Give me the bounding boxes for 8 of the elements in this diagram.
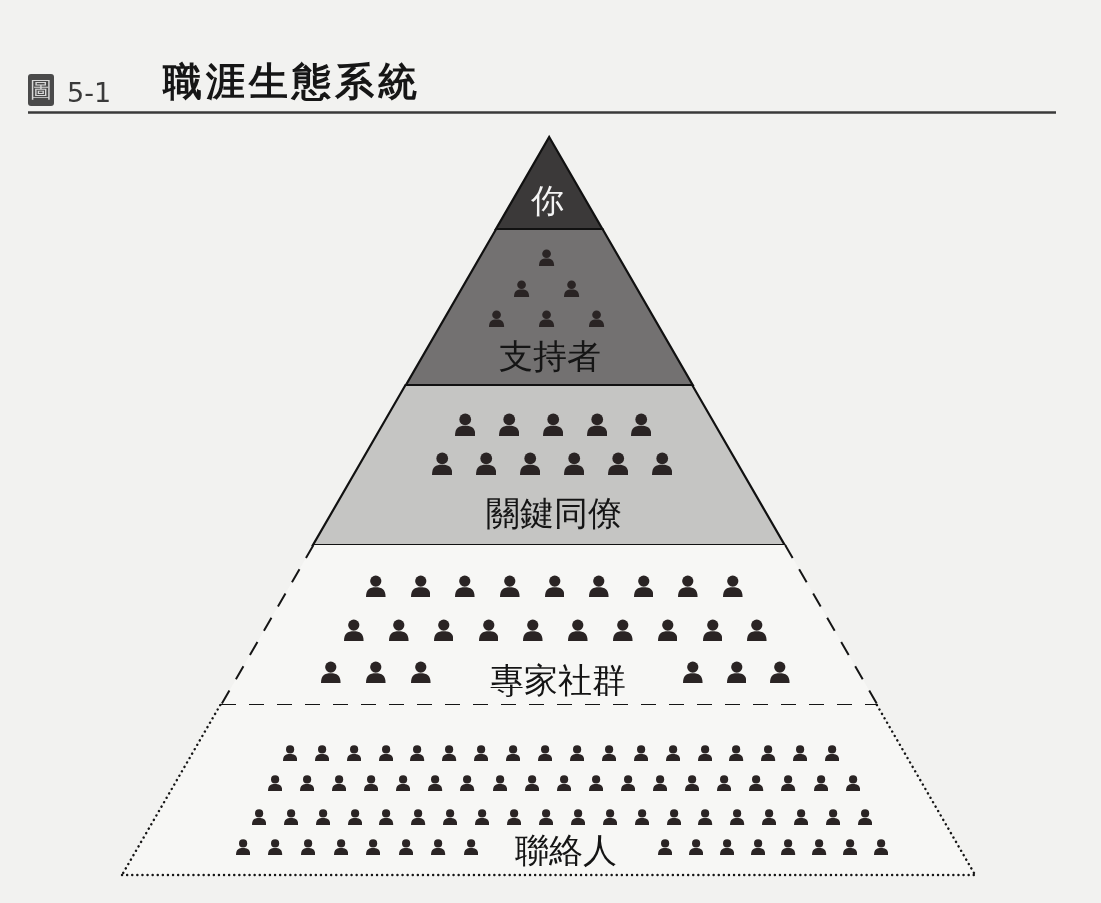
- tier-label: 關鍵同僚: [486, 496, 622, 530]
- pyramid-tier: [492, 134, 606, 232]
- tier-label: 你: [531, 183, 565, 217]
- pyramid-tier: [310, 382, 788, 548]
- diagram-title: 職涯生態系統: [163, 62, 421, 103]
- figure-tag: 圖: [28, 74, 54, 106]
- tier-label: 支持者: [499, 339, 601, 373]
- figure-number: 5-1: [67, 77, 112, 106]
